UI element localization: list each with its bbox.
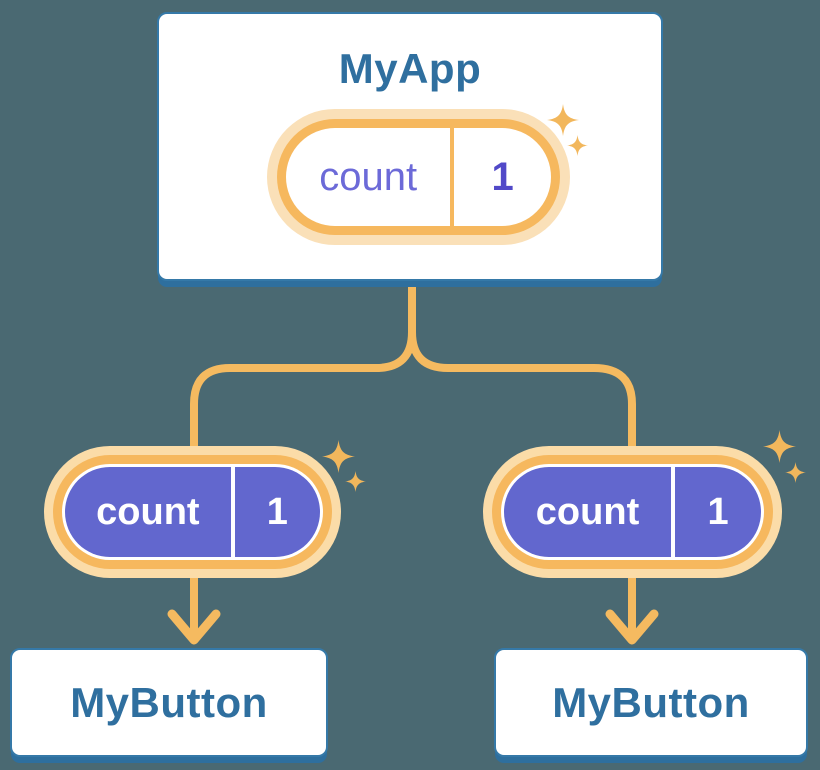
state-value: 1 — [491, 154, 514, 199]
prop-value: 1 — [266, 490, 288, 533]
component-title: MyButton — [70, 678, 268, 726]
prop-pill: count 1 — [44, 446, 341, 578]
prop-pill-body: count 1 — [62, 464, 323, 560]
pill-divider — [450, 128, 455, 226]
pill-divider — [230, 467, 235, 557]
mybutton-card: MyButton — [10, 648, 328, 757]
mybutton-card: MyButton — [494, 648, 808, 757]
arrow-down-icon-left — [167, 570, 221, 645]
prop-name: count — [535, 490, 640, 533]
prop-value: 1 — [707, 490, 729, 533]
prop-name: count — [96, 490, 200, 533]
prop-pill-ring: count 1 — [492, 455, 773, 569]
sparkle-icon — [763, 430, 796, 463]
state-name: count — [319, 154, 418, 199]
pill-divider — [671, 467, 676, 557]
sparkle-icon — [567, 135, 588, 156]
sparkle-icon — [345, 471, 366, 492]
component-title: MyButton — [552, 678, 750, 726]
component-title: MyApp — [338, 45, 482, 92]
state-pill-ring: count 1 — [277, 119, 560, 235]
prop-pill-ring: count 1 — [53, 455, 332, 569]
sparkle-icon — [547, 104, 579, 136]
connector-root-to-right — [408, 282, 636, 456]
prop-pill: count 1 — [483, 446, 782, 578]
prop-pill-body: count 1 — [501, 464, 764, 560]
state-pill: count 1 — [267, 109, 570, 245]
state-pill-body: count 1 — [286, 128, 551, 226]
sparkle-icon — [785, 462, 806, 483]
arrow-down-icon-right — [605, 570, 659, 645]
sparkle-icon — [322, 440, 355, 473]
connector-root-to-left — [190, 282, 416, 456]
